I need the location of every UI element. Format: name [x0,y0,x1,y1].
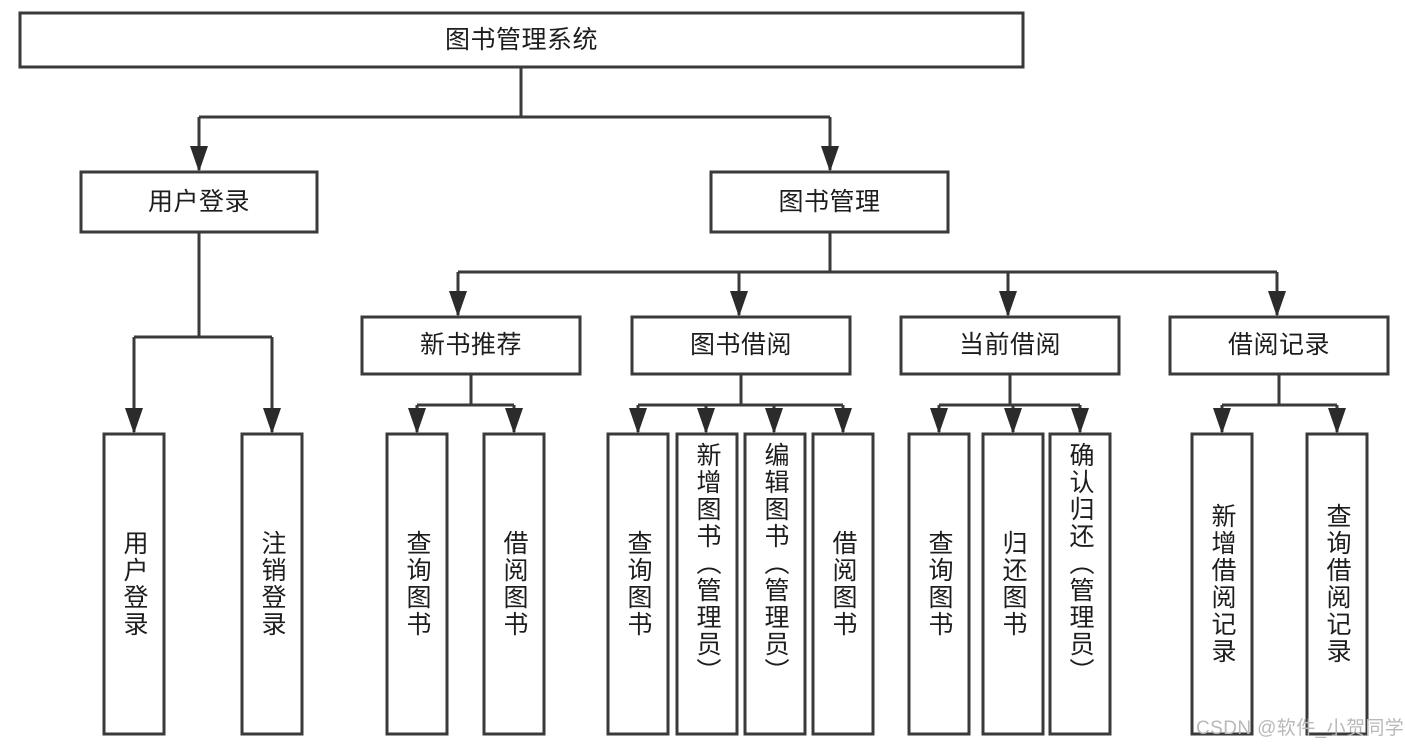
arrow-head-icon [449,291,467,317]
node-label-leaf-user-logout: 注销登录 [258,530,286,638]
node-label-leaf-rec-add-record: 新增借阅记录 [1208,503,1236,665]
arrow-head-icon [834,408,852,434]
arrow-head-icon [408,408,426,434]
node-label-leaf-rec-borrow-book: 借阅图书 [500,530,528,638]
arrow-head-icon [1071,408,1089,434]
node-label-leaf-rec-query-record: 查询借阅记录 [1323,503,1351,665]
node-box-root[interactable] [18,11,1025,69]
node-label-root: 图书管理系统 [444,25,598,54]
arrow-head-icon [765,408,783,434]
node-box-leaf-borrow-add-book[interactable] [675,432,739,736]
node-label-leaf-cur-confirm-return: 确认归还（管理员） [1066,442,1094,685]
node-box-leaf-borrow-lend-book[interactable] [811,432,875,736]
node-box-leaf-cur-confirm-return[interactable] [1048,432,1112,736]
node-label-leaf-cur-query-book: 查询图书 [925,530,953,638]
node-box-l1-user-login[interactable] [79,170,319,234]
arrow-head-icon [821,146,839,172]
node-label-l2-current-borrow: 当前借阅 [958,331,1061,360]
arrow-head-icon [999,291,1017,317]
connector-layer [125,67,1346,434]
arrow-head-icon [1268,291,1286,317]
node-box-l1-book-manage[interactable] [709,170,950,234]
arrow-head-icon [697,408,715,434]
arrow-head-icon [930,408,948,434]
arrow-head-icon [1328,408,1346,434]
node-box-leaf-borrow-edit-book[interactable] [743,432,807,736]
node-label-leaf-cur-return-book: 归还图书 [999,530,1027,638]
node-box-leaf-cur-query-book[interactable] [907,432,971,736]
node-box-l2-current-borrow[interactable] [899,315,1121,376]
arrow-head-icon [505,408,523,434]
node-box-leaf-rec-query-record[interactable] [1305,432,1369,736]
node-label-l2-book-borrow: 图书借阅 [689,331,792,360]
node-label-l2-new-book-rec: 新书推荐 [419,331,522,360]
node-label-leaf-user-login: 用户登录 [120,530,148,638]
node-box-leaf-rec-borrow-book[interactable] [482,432,546,736]
node-box-leaf-borrow-query-book[interactable] [606,432,670,736]
arrow-head-icon [1213,408,1231,434]
node-box-l2-new-book-rec[interactable] [360,315,582,376]
arrow-head-icon [730,291,748,317]
node-label-l2-borrow-record: 借阅记录 [1227,331,1330,360]
arrow-head-icon [125,408,143,434]
node-label-l1-book-manage: 图书管理 [778,187,881,216]
node-box-leaf-cur-return-book[interactable] [981,432,1045,736]
arrow-head-icon [629,408,647,434]
arrow-head-icon [190,146,208,172]
node-box-leaf-user-login[interactable] [102,432,166,736]
arrow-head-icon [1004,408,1022,434]
node-label-leaf-borrow-query-book: 查询图书 [624,530,652,638]
arrow-head-icon [263,408,281,434]
node-label-leaf-borrow-edit-book: 编辑图书（管理员） [761,442,789,685]
node-box-leaf-user-logout[interactable] [240,432,304,736]
node-label-leaf-borrow-add-book: 新增图书（管理员） [693,442,721,685]
node-box-l2-borrow-record[interactable] [1168,315,1390,376]
node-box-leaf-rec-query-book[interactable] [385,432,449,736]
node-box-l2-book-borrow[interactable] [630,315,852,376]
node-label-l1-user-login: 用户登录 [147,187,250,216]
node-box-layer [18,11,1390,736]
node-box-leaf-rec-add-record[interactable] [1190,432,1254,736]
node-label-leaf-borrow-lend-book: 借阅图书 [829,530,857,638]
node-label-leaf-rec-query-book: 查询图书 [403,530,431,638]
